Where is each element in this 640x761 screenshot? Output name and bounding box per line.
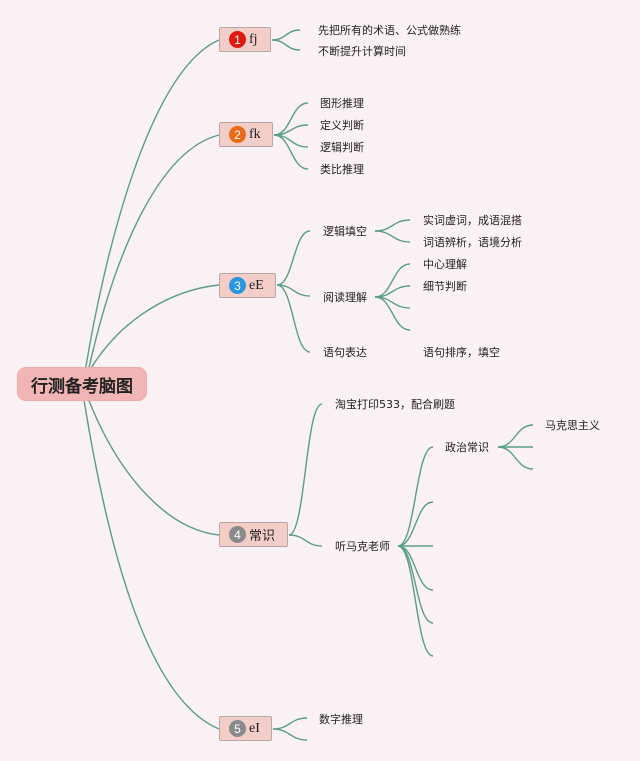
- subtopic[interactable]: 语句表达: [323, 346, 367, 359]
- subtopic[interactable]: 淘宝打印533，配合刷题: [335, 398, 455, 411]
- subtopic[interactable]: 不断提升计算时间: [318, 45, 406, 58]
- subtopic[interactable]: 定义判断: [320, 119, 364, 132]
- priority-5-icon: 5: [229, 720, 246, 737]
- subtopic[interactable]: 马克思主义: [545, 419, 600, 432]
- connector-line: [273, 134, 309, 170]
- connector-line: [272, 728, 308, 741]
- priority-3-icon: 3: [229, 277, 246, 294]
- connector-line: [497, 424, 534, 448]
- subtopic[interactable]: 逻辑判断: [320, 141, 364, 154]
- subtopic[interactable]: 政治常识: [445, 441, 489, 454]
- connector-line: [87, 134, 220, 373]
- connector-line: [374, 296, 411, 331]
- subtopic[interactable]: 中心理解: [423, 258, 467, 271]
- connector-line: [397, 545, 434, 624]
- subtopic[interactable]: 细节判断: [423, 280, 467, 293]
- connector-line: [288, 403, 323, 536]
- connector-line: [276, 284, 311, 297]
- topic-label: eI: [249, 720, 260, 736]
- connector-line: [83, 399, 220, 730]
- connector-line: [271, 39, 301, 51]
- priority-4-icon: 4: [229, 526, 246, 543]
- connector-line: [374, 230, 411, 243]
- connector-line: [397, 501, 434, 547]
- subtopic[interactable]: 数字推理: [319, 713, 363, 726]
- topic-label: 常识: [249, 529, 276, 544]
- priority-2-icon: 2: [229, 126, 246, 143]
- root-label: 行测备考脑图: [31, 376, 133, 397]
- subtopic[interactable]: 语句排序，填空: [423, 346, 500, 359]
- connector-line: [271, 29, 301, 41]
- subtopic[interactable]: 词语辨析，语境分析: [423, 236, 522, 249]
- connector-line: [87, 397, 220, 536]
- subtopic[interactable]: 听马克老师: [335, 540, 390, 553]
- connector-line: [288, 534, 323, 547]
- subtopic[interactable]: 逻辑填空: [323, 225, 367, 238]
- connector-line: [497, 446, 534, 470]
- subtopic[interactable]: 先把所有的术语、公式做熟练: [318, 24, 461, 37]
- priority-1-icon: 1: [229, 31, 246, 48]
- subtopic[interactable]: 图形推理: [320, 97, 364, 110]
- connector-line: [276, 230, 311, 286]
- topic-label: eE: [249, 277, 264, 293]
- subtopic[interactable]: 阅读理解: [323, 291, 367, 304]
- connector-line: [397, 446, 434, 547]
- connector-line: [374, 219, 411, 232]
- connector-line: [272, 717, 308, 730]
- subtopic[interactable]: 类比推理: [320, 163, 364, 176]
- topic-label: fk: [249, 126, 261, 142]
- connector-line: [397, 545, 434, 657]
- connector-line: [276, 284, 311, 353]
- connector-line: [89, 284, 220, 371]
- connector-line: [84, 39, 220, 373]
- subtopic[interactable]: 实词虚词，成语混搭: [423, 214, 522, 227]
- root-node[interactable]: 行测备考脑图: [18, 368, 146, 400]
- topic-label: fj: [249, 31, 258, 47]
